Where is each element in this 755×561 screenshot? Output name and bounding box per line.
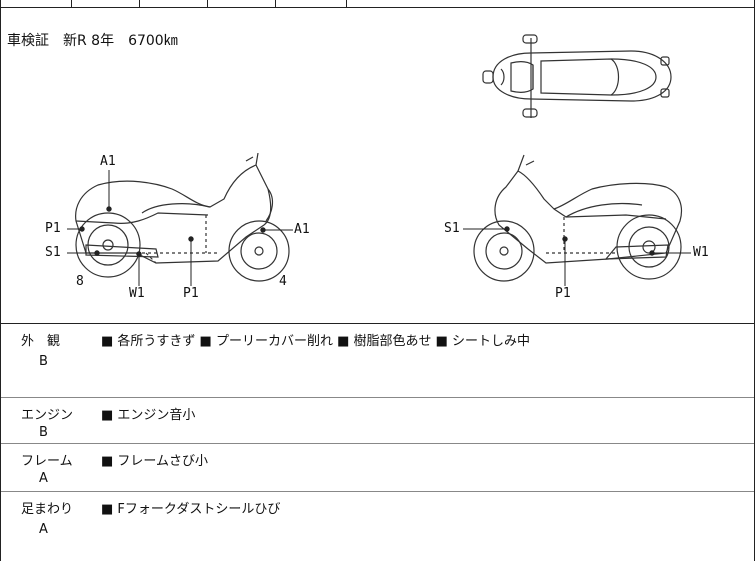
marker-label: P1 <box>45 221 61 236</box>
header-cell <box>208 0 276 7</box>
header-cell <box>276 0 347 7</box>
marker-label: S1 <box>45 245 61 260</box>
scooter-right-view <box>473 154 683 282</box>
marker-label: S1 <box>444 221 460 236</box>
section-notes: ■ フレームさび小 <box>101 454 209 469</box>
marker-label: P1 <box>183 286 199 301</box>
section-notes: ■ エンジン音小 <box>101 408 196 423</box>
marker-label: P1 <box>555 286 571 301</box>
marker-label: W1 <box>693 245 709 260</box>
section-category: フレーム <box>21 454 73 469</box>
section-category: 外 観 <box>21 334 61 349</box>
marker-label: A1 <box>294 222 310 237</box>
section-exterior: 外 観 B ■ 各所うすきず ■ プーリーカバー削れ ■ 樹脂部色あせ ■ シー… <box>1 324 754 398</box>
section-suspension: 足まわり A ■ Fフォークダストシールひび <box>1 492 754 561</box>
section-category: エンジン <box>21 408 74 423</box>
section-notes: ■ Fフォークダストシールひび <box>101 502 281 517</box>
section-category: 足まわり <box>21 502 74 517</box>
marker-label: 8 <box>76 274 84 289</box>
header-cell <box>72 0 140 7</box>
marker-label: W1 <box>129 286 145 301</box>
header-row-fragment <box>1 0 754 8</box>
header-cell <box>140 0 208 7</box>
section-frame: フレーム A ■ フレームさび小 <box>1 444 754 492</box>
header-cell <box>1 0 72 7</box>
marker-label: A1 <box>100 154 116 169</box>
scooter-left-view <box>75 153 290 282</box>
section-grade: A <box>39 471 48 486</box>
section-grade: B <box>39 425 48 440</box>
scooter-top-view <box>482 34 672 118</box>
damage-markers <box>67 170 691 286</box>
registration-info: 車検証 新R 8年 6700㎞ <box>7 33 178 49</box>
section-grade: B <box>39 354 48 369</box>
marker-label: 4 <box>279 274 287 289</box>
damage-diagram-panel: 車検証 新R 8年 6700㎞ <box>1 8 754 324</box>
section-notes: ■ 各所うすきず ■ プーリーカバー削れ ■ 樹脂部色あせ ■ シートしみ中 <box>101 334 531 349</box>
section-grade: A <box>39 522 48 537</box>
section-engine: エンジン B ■ エンジン音小 <box>1 398 754 444</box>
